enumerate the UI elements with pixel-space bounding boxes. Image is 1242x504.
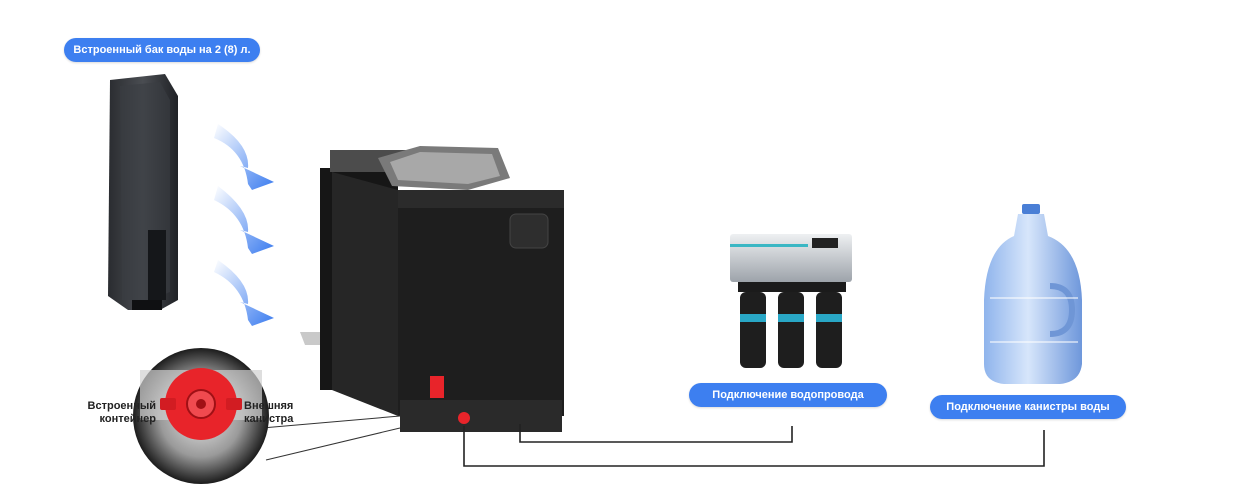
coffee-machine-icon: [300, 146, 564, 432]
tank-label-pill: Встроенный бак воды на 2 (8) л.: [64, 38, 260, 62]
external-line-2: канистра: [244, 413, 294, 425]
flow-arrow-icon: [214, 124, 274, 326]
connection-pipes: [463, 424, 1045, 467]
builtin-line-1: Встроенный: [87, 400, 156, 412]
valve-closeup-icon: [133, 348, 269, 484]
water-supply-pill: Подключение водопровода: [689, 383, 887, 407]
water-filter-icon: [730, 234, 852, 368]
canister-pill: Подключение канистры воды: [930, 395, 1126, 419]
external-canister-label: Внешняя канистра: [244, 400, 314, 426]
builtin-line-2: контейнер: [99, 413, 156, 425]
builtin-container-label: Встроенный контейнер: [86, 400, 156, 426]
water-bottle-icon: [984, 204, 1082, 384]
callout-lines: [261, 415, 401, 461]
water-tank-icon: [108, 74, 178, 310]
external-line-1: Внешняя: [244, 400, 294, 412]
